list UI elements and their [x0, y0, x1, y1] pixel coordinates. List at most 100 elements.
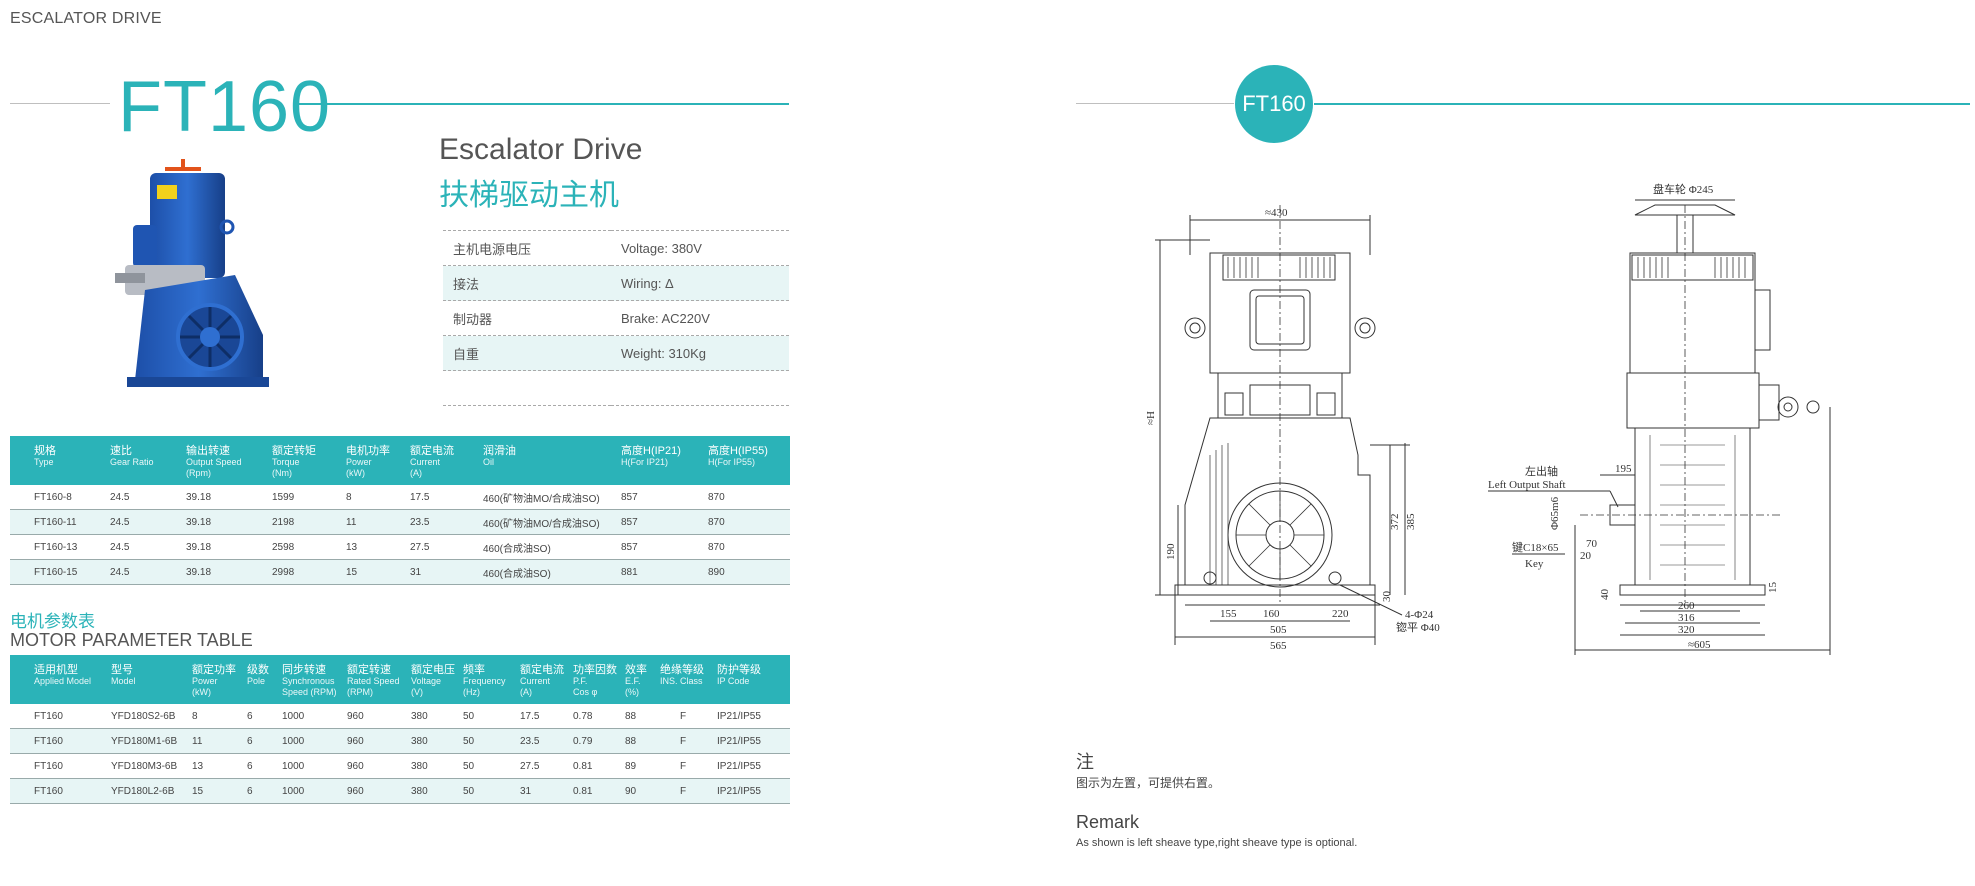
product-title-cn: 扶梯驱动主机 — [439, 179, 619, 212]
cell: 870 — [708, 485, 790, 510]
cell: YFD180M1-6B — [111, 728, 192, 754]
cell: 39.18 — [186, 509, 272, 535]
cell: 881 — [621, 559, 708, 585]
cell: 89 — [625, 753, 660, 779]
cell: 1000 — [282, 753, 347, 779]
cell: YFD180S2-6B — [111, 704, 192, 729]
cell: 27.5 — [410, 534, 483, 560]
badge-rule-left — [1076, 103, 1234, 104]
model-badge: FT160 — [1235, 65, 1313, 143]
model-title: FT160 — [118, 67, 332, 147]
dim-40: 40 — [1599, 589, 1611, 601]
cell: 24.5 — [110, 485, 186, 510]
cell: 13 — [346, 534, 410, 560]
spec-value: Wiring: Δ — [611, 265, 789, 301]
dim-160: 160 — [1263, 608, 1280, 620]
spec-value: Voltage: 380V — [611, 230, 789, 266]
dim-505: 505 — [1270, 624, 1287, 636]
cell: 17.5 — [520, 704, 573, 729]
cell: 460(合成油SO) — [483, 559, 621, 585]
cell: FT160-8 — [10, 485, 110, 510]
cell: 17.5 — [410, 485, 483, 510]
cell: 380 — [411, 704, 463, 729]
spec-spacer — [443, 370, 789, 406]
cell: 8 — [192, 704, 247, 729]
dim-260: 260 — [1678, 600, 1695, 612]
cell: 460(矿物油MO/合成油SO) — [483, 509, 621, 535]
cell: 460(矿物油MO/合成油SO) — [483, 485, 621, 510]
dim-shaft-dia: Φ65m6 — [1549, 496, 1561, 530]
cell: 870 — [708, 509, 790, 535]
cell: 2198 — [272, 509, 346, 535]
cell: 24.5 — [110, 559, 186, 585]
dim-190: 190 — [1165, 543, 1177, 560]
cell: 23.5 — [410, 509, 483, 535]
cell: 50 — [463, 704, 520, 729]
cell: 11 — [346, 509, 410, 535]
cell: 88 — [625, 704, 660, 729]
cell: 39.18 — [186, 559, 272, 585]
title-rule-left — [10, 103, 110, 104]
cell: 13 — [192, 753, 247, 779]
spec-label: 主机电源电压 — [443, 230, 611, 266]
cell: FT160 — [10, 778, 111, 804]
note-title: 注 — [1076, 752, 1094, 772]
dim-385: 385 — [1405, 513, 1417, 530]
cell: 31 — [410, 559, 483, 585]
cell: 960 — [347, 704, 411, 729]
cell: 1599 — [272, 485, 346, 510]
key-label-en: Key — [1525, 558, 1544, 570]
cell: 0.78 — [573, 704, 625, 729]
cell: 0.81 — [573, 778, 625, 804]
motor-section-title-en: MOTOR PARAMETER TABLE — [10, 630, 253, 650]
dim-565: 565 — [1270, 640, 1287, 652]
cell: 15 — [346, 559, 410, 585]
cell: 1000 — [282, 778, 347, 804]
cell: 15 — [192, 778, 247, 804]
dim-top-width: ≈430 — [1265, 207, 1288, 219]
note-text: 图示为左置，可提供右置。 — [1076, 776, 1221, 790]
cell: 39.18 — [186, 485, 272, 510]
dim-30: 30 — [1381, 591, 1393, 603]
spec-label: 制动器 — [443, 300, 611, 336]
cell: 960 — [347, 728, 411, 754]
cell: 0.79 — [573, 728, 625, 754]
product-title-en: Escalator Drive — [439, 133, 643, 166]
dim-372: 372 — [1389, 514, 1401, 531]
cell: 6 — [247, 753, 282, 779]
cell: F — [660, 778, 717, 804]
spec-label: 自重 — [443, 335, 611, 371]
cell: 6 — [247, 704, 282, 729]
dim-220: 220 — [1332, 608, 1349, 620]
spec-value: Weight: 310Kg — [611, 335, 789, 371]
title-rule-right — [297, 103, 789, 105]
cell: FT160-15 — [10, 559, 110, 585]
cell: IP21/IP55 — [717, 753, 790, 779]
dim-155: 155 — [1220, 608, 1237, 620]
cell: IP21/IP55 — [717, 704, 790, 729]
cell: 2998 — [272, 559, 346, 585]
cell: 380 — [411, 753, 463, 779]
spec-value: Brake: AC220V — [611, 300, 789, 336]
spec-table: 主机电源电压 Voltage: 380V 接法 Wiring: Δ 制动器 Br… — [443, 230, 789, 406]
technical-drawing: ≈430 — [1145, 182, 1831, 655]
header-cell: 高度H(IP21)H(For IP21) — [621, 436, 708, 485]
cell: YFD180L2-6B — [111, 778, 192, 804]
front-view: ≈430 — [1145, 205, 1440, 652]
cell: 870 — [708, 534, 790, 560]
badge-rule-right — [1314, 103, 1970, 105]
spec-row: 主机电源电压 Voltage: 380V — [443, 230, 789, 266]
